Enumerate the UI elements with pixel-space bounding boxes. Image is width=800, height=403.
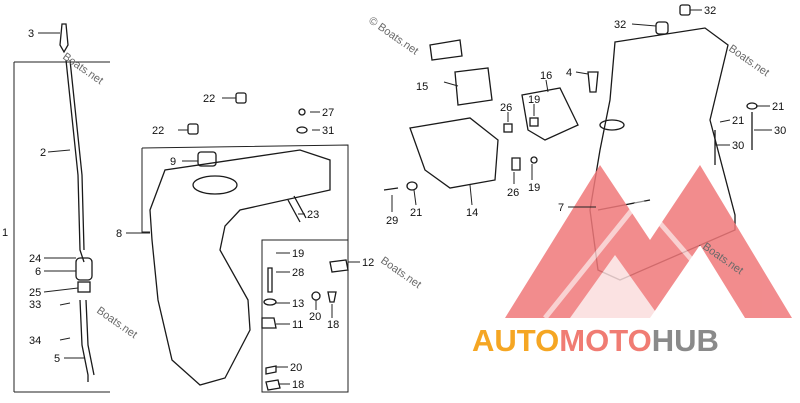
callout-26b: 26 bbox=[507, 187, 519, 199]
copyright-watermark: © Boats.net bbox=[366, 15, 420, 58]
callout-24: 24 bbox=[29, 253, 41, 265]
callout-28: 28 bbox=[292, 267, 304, 279]
callout-27: 27 bbox=[322, 107, 334, 119]
brand-hub: HUB bbox=[652, 323, 719, 358]
callout-33: 33 bbox=[29, 299, 41, 311]
callout-7: 7 bbox=[558, 202, 564, 214]
callout-3: 3 bbox=[28, 28, 34, 40]
watermark-2: Boats.net bbox=[94, 305, 139, 341]
callout-19b: 19 bbox=[528, 94, 540, 106]
callout-21a: 21 bbox=[410, 207, 422, 219]
callout-31: 31 bbox=[322, 125, 334, 137]
brand-moto: MOTO bbox=[559, 323, 651, 358]
callout-11: 11 bbox=[292, 319, 303, 331]
callout-30a: 30 bbox=[732, 140, 744, 152]
callout-18a: 18 bbox=[292, 379, 304, 391]
callout-12: 12 bbox=[362, 257, 374, 269]
callout-14: 14 bbox=[466, 207, 478, 219]
callout-32b: 32 bbox=[704, 5, 716, 17]
lower-casing bbox=[141, 92, 349, 393]
callout-32a: 32 bbox=[614, 19, 626, 31]
bracket-assembly bbox=[383, 39, 599, 191]
shift-rod-assembly bbox=[13, 23, 110, 393]
callout-13: 13 bbox=[292, 298, 304, 310]
brand-auto: AUTO bbox=[472, 323, 559, 358]
callout-34: 34 bbox=[29, 335, 41, 347]
callout-8: 8 bbox=[116, 228, 122, 240]
callout-23: 23 bbox=[307, 209, 319, 221]
callout-1: 1 bbox=[2, 227, 8, 239]
watermark-4: Boats.net bbox=[726, 43, 771, 79]
callout-20b: 20 bbox=[309, 311, 321, 323]
callout-6: 6 bbox=[35, 266, 41, 278]
leader-lines bbox=[38, 9, 772, 385]
callout-16: 16 bbox=[540, 70, 552, 82]
callout-2: 2 bbox=[40, 147, 46, 159]
callout-19c: 19 bbox=[528, 182, 540, 194]
callout-4: 4 bbox=[566, 67, 572, 79]
automotohub-logo bbox=[505, 165, 792, 320]
svg-text:AUTOMOTOHUB: AUTOMOTOHUB bbox=[472, 323, 719, 358]
callout-18b: 18 bbox=[327, 319, 339, 331]
callout-15: 15 bbox=[416, 81, 428, 93]
callout-19a: 19 bbox=[292, 248, 304, 260]
callout-labels: 3 2 1 24 6 25 33 34 5 8 9 22 22 27 31 23… bbox=[2, 5, 786, 391]
automotohub-wordmark: AUTOMOTOHUB bbox=[472, 323, 719, 358]
callout-26a: 26 bbox=[500, 102, 512, 114]
callout-29: 29 bbox=[386, 215, 398, 227]
callout-22b: 22 bbox=[203, 93, 215, 105]
callout-21c: 21 bbox=[732, 115, 744, 127]
watermark-3: Boats.net bbox=[378, 255, 423, 291]
callout-5: 5 bbox=[54, 353, 60, 365]
callout-9: 9 bbox=[170, 156, 176, 168]
callout-30b: 30 bbox=[774, 125, 786, 137]
callout-20a: 20 bbox=[290, 362, 302, 374]
callout-22a: 22 bbox=[152, 125, 164, 137]
callout-21b: 21 bbox=[772, 101, 784, 113]
callout-25: 25 bbox=[29, 287, 41, 299]
